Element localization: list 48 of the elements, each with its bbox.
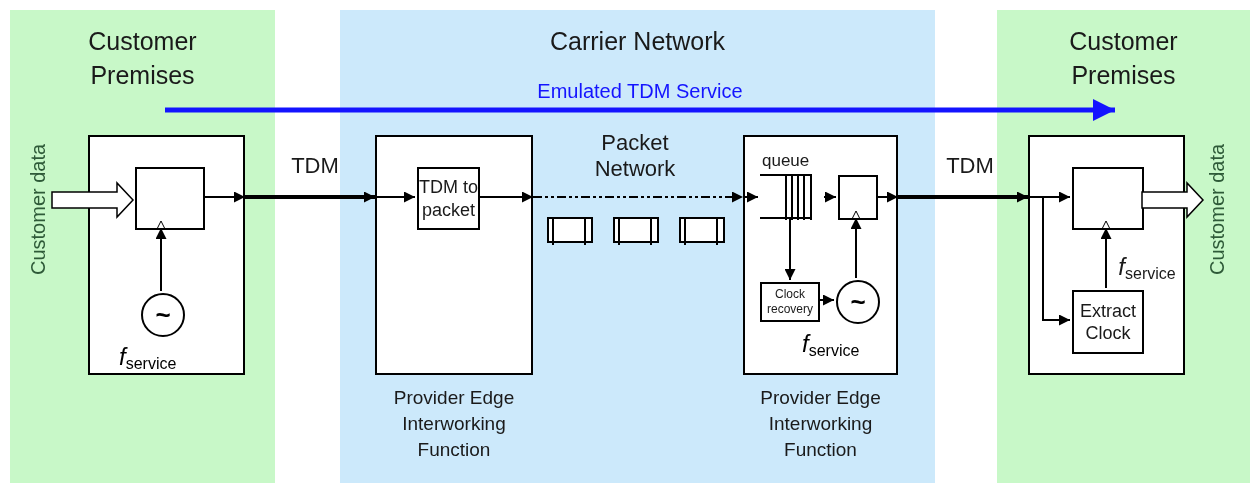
region-band bbox=[10, 10, 275, 483]
function-block bbox=[88, 135, 245, 375]
region-title: Customer Premises bbox=[87, 26, 198, 91]
side-label-text: Customer data bbox=[27, 143, 49, 275]
process-box bbox=[760, 282, 820, 322]
arrow bbox=[898, 191, 1028, 203]
arrow bbox=[532, 191, 744, 203]
process-box bbox=[1072, 290, 1144, 354]
process-label: Extract Clock bbox=[1079, 299, 1137, 345]
hollow-arrow bbox=[1141, 181, 1205, 219]
function-block bbox=[1028, 135, 1185, 375]
edge-label: TDM bbox=[946, 153, 994, 179]
process-box bbox=[838, 175, 878, 220]
arrow bbox=[817, 294, 835, 306]
edge-label: TDM bbox=[291, 153, 339, 179]
service-label: Emulated TDM Service bbox=[537, 79, 743, 104]
arrow bbox=[1100, 227, 1112, 289]
region-title: Carrier Network bbox=[550, 26, 725, 57]
frequency-label: f$_{service}$ bbox=[119, 349, 177, 369]
arrow bbox=[202, 191, 246, 203]
process-box bbox=[417, 167, 480, 230]
process-box bbox=[1072, 167, 1144, 230]
edge-label: Packet Network bbox=[593, 130, 677, 182]
side-label-text: Customer data bbox=[1206, 143, 1228, 275]
process-label: TDM to packet bbox=[419, 176, 478, 221]
arrow bbox=[245, 191, 375, 203]
arrow bbox=[784, 217, 796, 281]
process-box bbox=[135, 167, 205, 230]
edge-label: f$_{service}$ bbox=[1118, 253, 1176, 281]
block-caption: Provider Edge Interworking Function bbox=[392, 386, 516, 462]
hollow-arrow bbox=[51, 181, 135, 219]
region-band bbox=[997, 10, 1250, 483]
tilde-symbol: ~ bbox=[850, 289, 866, 315]
block-caption: Provider Edge Interworking Function bbox=[759, 386, 882, 462]
queue-label: queue bbox=[762, 150, 810, 172]
arrow bbox=[374, 191, 416, 203]
region-band bbox=[340, 10, 935, 483]
arrow bbox=[1027, 196, 1071, 326]
arrow bbox=[155, 227, 167, 292]
arrow bbox=[742, 191, 759, 203]
arrow bbox=[850, 217, 862, 279]
arrow bbox=[823, 191, 837, 203]
arrow bbox=[477, 191, 534, 203]
tilde-symbol: ~ bbox=[155, 302, 171, 328]
frequency-label: f$_{service}$ bbox=[802, 336, 860, 356]
arrow bbox=[875, 191, 899, 203]
region-title: Customer Premises bbox=[1068, 26, 1179, 91]
process-label: Clock recovery bbox=[766, 287, 814, 317]
